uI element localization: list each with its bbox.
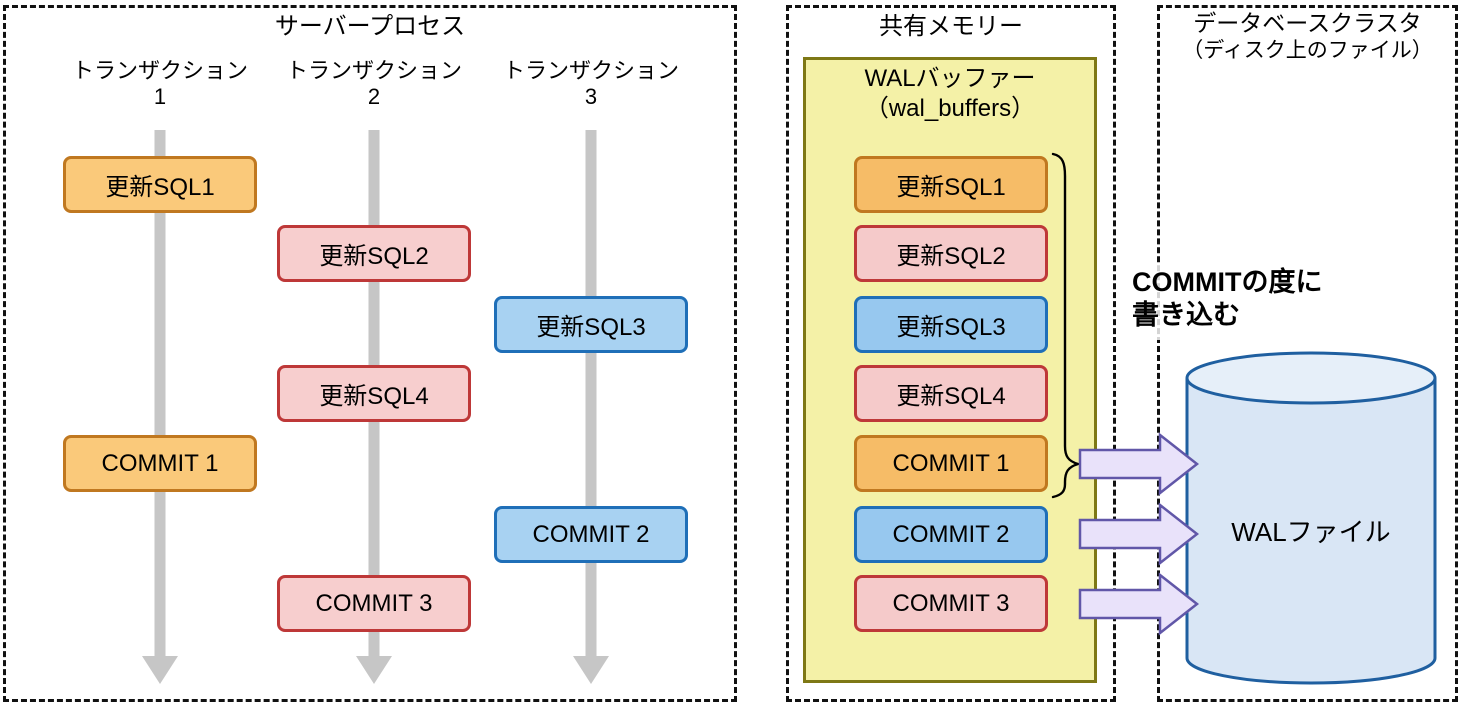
shared-memory-panel xyxy=(786,5,1116,702)
server-update-sql4-box: 更新SQL4 xyxy=(277,365,471,422)
server-commit1-box: COMMIT 1 xyxy=(63,435,257,492)
walbuf-update-sql2-box: 更新SQL2 xyxy=(854,225,1048,282)
commit-write-annotation-line2: 書き込む xyxy=(1132,299,1240,330)
commit-write-annotation: COMMITの度に 書き込む xyxy=(1126,264,1358,340)
database-cluster-title: データベースクラスタ xyxy=(1193,10,1422,36)
server-process-title: サーバープロセス xyxy=(274,13,466,40)
transaction-2-header: トランザクション 2 xyxy=(264,58,484,111)
database-cluster-panel xyxy=(1157,5,1458,702)
server-update-sql1-box: 更新SQL1 xyxy=(63,156,257,213)
walbuf-update-sql4-box: 更新SQL4 xyxy=(854,365,1048,422)
transaction-2-number: 2 xyxy=(367,84,381,110)
transaction-1-label: トランザクション xyxy=(71,58,248,83)
walbuf-commit2-box: COMMIT 2 xyxy=(854,506,1048,563)
wal-file-label: WALファイル xyxy=(1231,517,1391,547)
transaction-2-label: トランザクション xyxy=(285,58,462,83)
shared-memory-title: 共有メモリー xyxy=(879,13,1023,40)
wal-buffer-title-line1: WALバッファー xyxy=(864,65,1036,92)
wal-buffer-title: WALバッファー （wal_buffers） xyxy=(803,64,1097,124)
walbuf-update-sql3-box: 更新SQL3 xyxy=(854,296,1048,353)
server-update-sql3-box: 更新SQL3 xyxy=(494,296,688,353)
server-update-sql2-box: 更新SQL2 xyxy=(277,225,471,282)
server-commit2-box: COMMIT 2 xyxy=(494,506,688,563)
wal-buffer-title-line2: （wal_buffers） xyxy=(864,95,1036,122)
server-commit3-box: COMMIT 3 xyxy=(277,575,471,632)
walbuf-update-sql1-box: 更新SQL1 xyxy=(854,156,1048,213)
database-cluster-subtitle: （ディスク上のファイル） xyxy=(1182,39,1433,62)
commit-write-annotation-line1: COMMITの度に xyxy=(1132,267,1323,297)
transaction-3-label: トランザクション xyxy=(502,58,679,83)
server-process-panel xyxy=(3,5,737,702)
transaction-1-number: 1 xyxy=(153,84,167,110)
transaction-3-number: 3 xyxy=(584,84,598,110)
transaction-3-header: トランザクション 3 xyxy=(481,58,701,111)
walbuf-commit3-box: COMMIT 3 xyxy=(854,575,1048,632)
transaction-1-header: トランザクション 1 xyxy=(50,58,270,111)
walbuf-commit1-box: COMMIT 1 xyxy=(854,435,1048,492)
